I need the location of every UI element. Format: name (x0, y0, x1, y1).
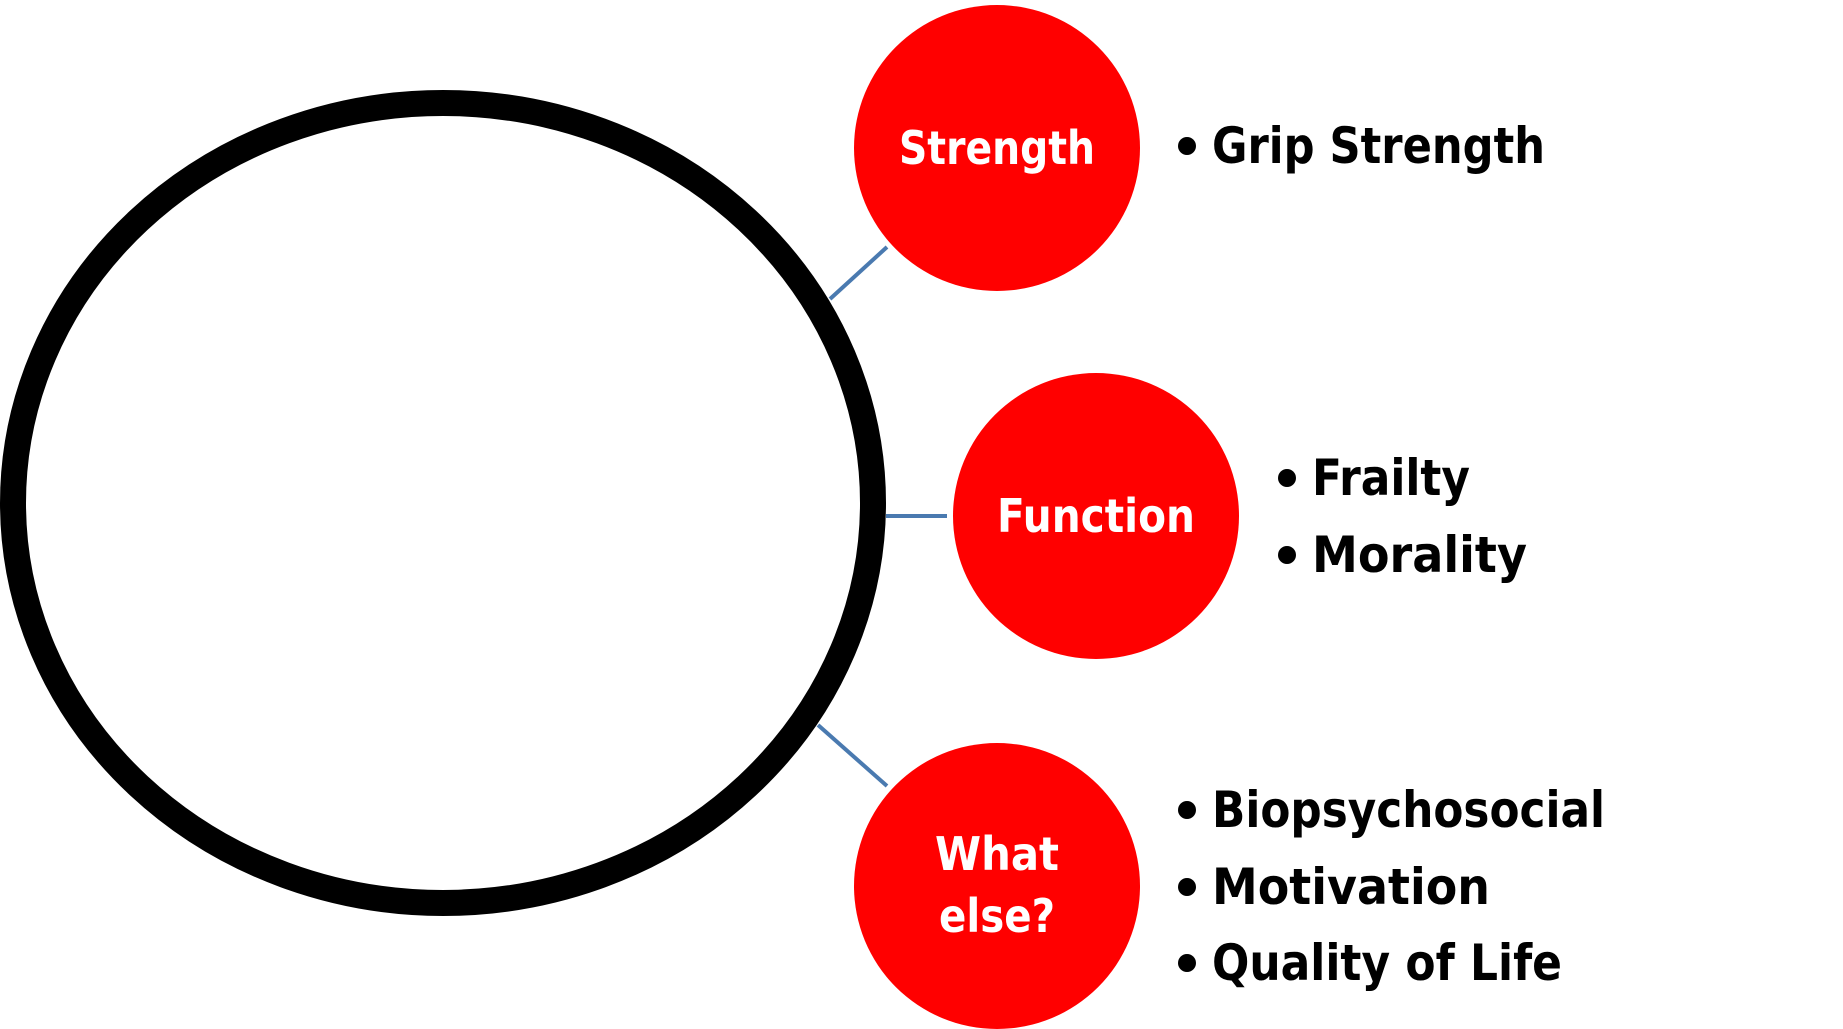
bullet-frailty: Frailty (1312, 449, 1470, 507)
bullet-morality: Morality (1312, 526, 1527, 584)
node-strength-circle (854, 5, 1140, 291)
bullets-what-else: Biopsychosocial Motivation Quality of Li… (1178, 781, 1605, 992)
node-strength: Strength (854, 5, 1140, 291)
bullet-dot (1278, 546, 1296, 564)
node-strength-label: Strength (899, 121, 1095, 175)
bullet-dot (1278, 469, 1296, 487)
connector-what-else (816, 723, 889, 788)
bullet-dot (1178, 801, 1196, 819)
node-what-else-label-line-2: else? (939, 889, 1055, 943)
node-function-circle (953, 373, 1239, 659)
bullet-grip-strength: Grip Strength (1212, 117, 1545, 175)
node-function: Function (953, 373, 1239, 659)
bullets-strength: Grip Strength (1178, 117, 1545, 175)
node-function-label: Function (997, 489, 1195, 543)
bullet-biopsychosocial: Biopsychosocial (1212, 781, 1605, 839)
node-what-else-label-line-1: What (935, 827, 1059, 881)
node-what-else: What else? (854, 743, 1140, 1029)
bullets-function: Frailty Morality (1278, 449, 1527, 584)
bullet-quality-of-life: Quality of Life (1212, 934, 1562, 992)
bullet-dot (1178, 954, 1196, 972)
bullet-dot (1178, 878, 1196, 896)
bullet-motivation: Motivation (1212, 858, 1490, 916)
node-what-else-circle (854, 743, 1140, 1029)
hub-ellipse (0, 90, 886, 916)
connector-strength (828, 245, 889, 301)
bullet-dot (1178, 137, 1196, 155)
